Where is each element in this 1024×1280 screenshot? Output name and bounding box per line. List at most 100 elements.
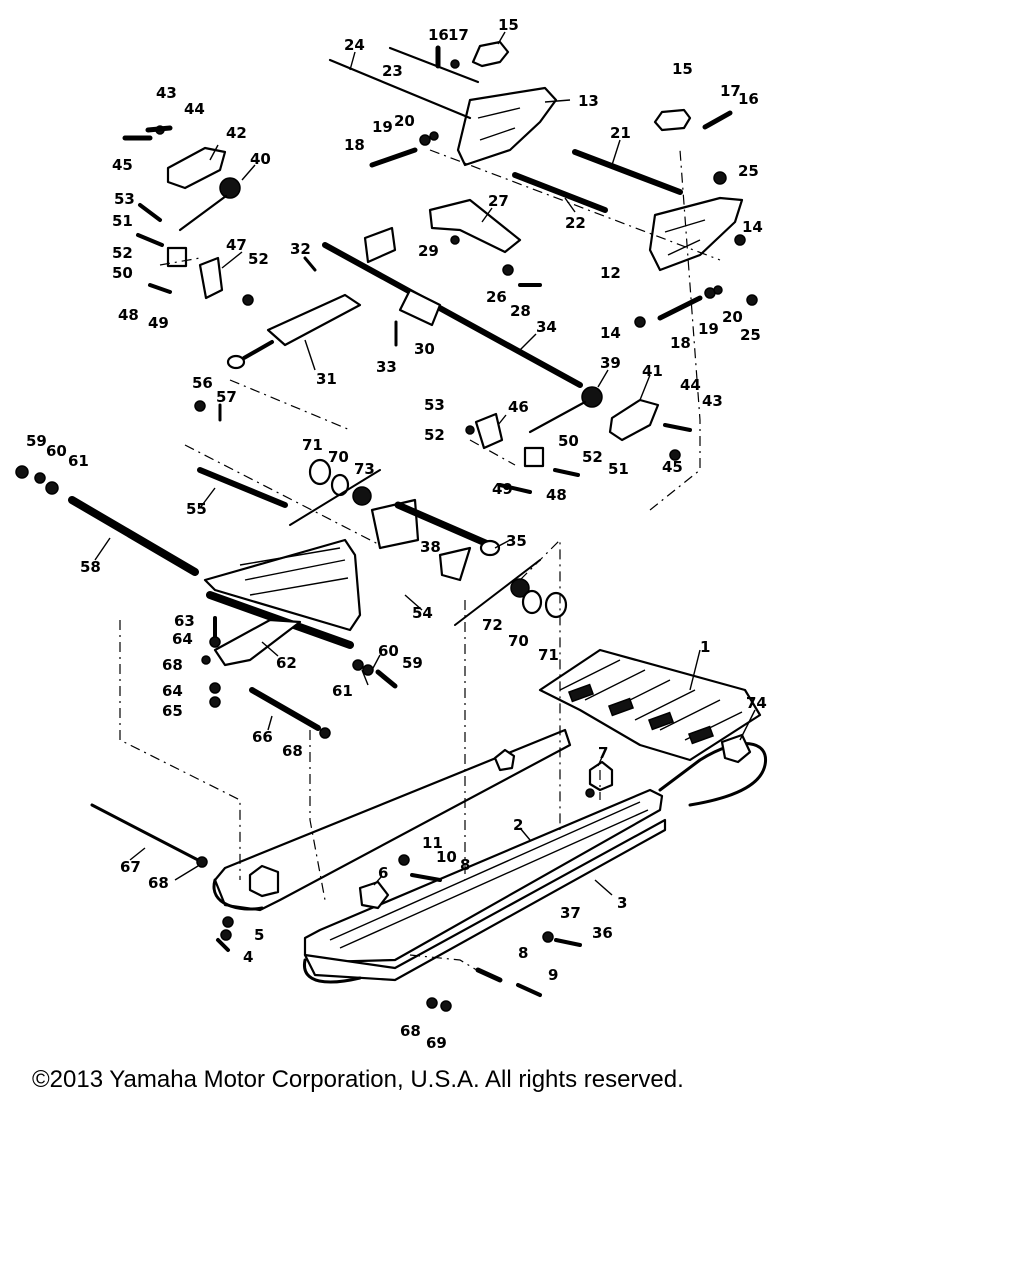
exploded-parts-diagram: 1 2 3 4 5 6 7 8 8 9 10 11 12 13 14 14 15… xyxy=(15,16,768,1052)
part-label-18b: 18 xyxy=(670,334,691,352)
part-label-44b: 44 xyxy=(680,376,701,394)
part-label-55: 55 xyxy=(186,500,207,518)
small-fasteners-top xyxy=(369,45,758,328)
part-label-68b: 68 xyxy=(282,742,303,760)
part-label-17b: 17 xyxy=(720,82,741,100)
part-label-20b: 20 xyxy=(722,308,743,326)
front-rail-curve xyxy=(212,733,768,984)
part-label-49: 49 xyxy=(148,314,169,332)
part-label-71b: 71 xyxy=(538,646,559,664)
rear-arm-assembly xyxy=(68,467,501,667)
part-label-54: 54 xyxy=(412,604,433,622)
part-label-39: 39 xyxy=(600,354,621,372)
part-label-12: 12 xyxy=(600,264,621,282)
part-label-41: 41 xyxy=(642,362,663,380)
part-label-19b: 19 xyxy=(698,320,719,338)
part-label-45b: 45 xyxy=(662,458,683,476)
part-label-74: 74 xyxy=(746,694,767,712)
bracket-caps xyxy=(471,40,692,132)
part-label-46: 46 xyxy=(508,398,529,416)
part-label-61: 61 xyxy=(68,452,89,470)
part-label-64: 64 xyxy=(172,630,193,648)
part-label-2: 2 xyxy=(513,816,523,834)
part-label-70: 70 xyxy=(328,448,349,466)
part-label-5: 5 xyxy=(254,926,264,944)
part-label-47: 47 xyxy=(226,236,247,254)
part-label-17: 17 xyxy=(448,26,469,44)
part-label-19: 19 xyxy=(372,118,393,136)
part-label-16b: 16 xyxy=(738,90,759,108)
part-label-15b: 15 xyxy=(672,60,693,78)
part-label-25: 25 xyxy=(738,162,759,180)
part-label-43: 43 xyxy=(156,84,177,102)
idler-wheels xyxy=(289,458,568,626)
part-label-6: 6 xyxy=(378,864,388,882)
part-label-23: 23 xyxy=(382,62,403,80)
part-label-26: 26 xyxy=(486,288,507,306)
part-label-37: 37 xyxy=(560,904,581,922)
part-label-71: 71 xyxy=(302,436,323,454)
part-label-7: 7 xyxy=(598,744,608,762)
part-label-1: 1 xyxy=(700,638,710,656)
part-label-14b: 14 xyxy=(600,324,621,342)
part-label-52b: 52 xyxy=(248,250,269,268)
part-label-68d: 68 xyxy=(400,1022,421,1040)
part-label-52c: 52 xyxy=(424,426,445,444)
rear-bracket-right xyxy=(648,196,744,272)
part-label-49b: 49 xyxy=(492,480,513,498)
part-label-53: 53 xyxy=(114,190,135,208)
part-label-57: 57 xyxy=(216,388,237,406)
part-label-11: 11 xyxy=(422,834,443,852)
part-label-27: 27 xyxy=(488,192,509,210)
copyright-notice: ©2013 Yamaha Motor Corporation, U.S.A. A… xyxy=(32,1066,684,1093)
part-label-56: 56 xyxy=(192,374,213,392)
part-label-68c: 68 xyxy=(148,874,169,892)
alignment-lines xyxy=(119,149,701,973)
part-label-8b: 8 xyxy=(518,944,528,962)
track-section xyxy=(538,648,762,762)
part-label-4: 4 xyxy=(243,948,253,966)
part-label-61b: 61 xyxy=(332,682,353,700)
part-label-48b: 48 xyxy=(546,486,567,504)
part-label-53b: 53 xyxy=(424,396,445,414)
part-label-69: 69 xyxy=(426,1034,447,1052)
part-label-64b: 64 xyxy=(162,682,183,700)
part-number-labels: 1 2 3 4 5 6 7 8 8 9 10 11 12 13 14 14 15… xyxy=(26,16,767,1052)
part-label-25b: 25 xyxy=(740,326,761,344)
rear-bracket-left xyxy=(456,86,558,167)
part-label-28: 28 xyxy=(510,302,531,320)
part-label-45: 45 xyxy=(112,156,133,174)
part-label-30: 30 xyxy=(414,340,435,358)
part-label-10: 10 xyxy=(436,848,457,866)
part-label-52d: 52 xyxy=(582,448,603,466)
part-label-60: 60 xyxy=(46,442,67,460)
part-label-29: 29 xyxy=(418,242,439,260)
slide-rail-frame xyxy=(213,728,667,982)
part-label-33: 33 xyxy=(376,358,397,376)
part-label-44: 44 xyxy=(184,100,205,118)
part-label-60b: 60 xyxy=(378,642,399,660)
part-label-72: 72 xyxy=(482,616,503,634)
part-label-42: 42 xyxy=(226,124,247,142)
part-label-48: 48 xyxy=(118,306,139,324)
part-label-16: 16 xyxy=(428,26,449,44)
part-label-63: 63 xyxy=(174,612,195,630)
part-label-50b: 50 xyxy=(558,432,579,450)
part-label-24: 24 xyxy=(344,36,365,54)
part-label-59b: 59 xyxy=(402,654,423,672)
lower-fasteners xyxy=(15,400,398,739)
part-label-31: 31 xyxy=(316,370,337,388)
part-label-68: 68 xyxy=(162,656,183,674)
part-label-59: 59 xyxy=(26,432,47,450)
part-label-67: 67 xyxy=(120,858,141,876)
part-label-14: 14 xyxy=(742,218,763,236)
part-label-66: 66 xyxy=(252,728,273,746)
part-label-13: 13 xyxy=(578,92,599,110)
part-label-58: 58 xyxy=(80,558,101,576)
part-label-32: 32 xyxy=(290,240,311,258)
part-label-65: 65 xyxy=(162,702,183,720)
part-label-38: 38 xyxy=(420,538,441,556)
part-label-51b: 51 xyxy=(608,460,629,478)
bottom-fasteners xyxy=(90,788,595,1012)
part-label-21: 21 xyxy=(610,124,631,142)
